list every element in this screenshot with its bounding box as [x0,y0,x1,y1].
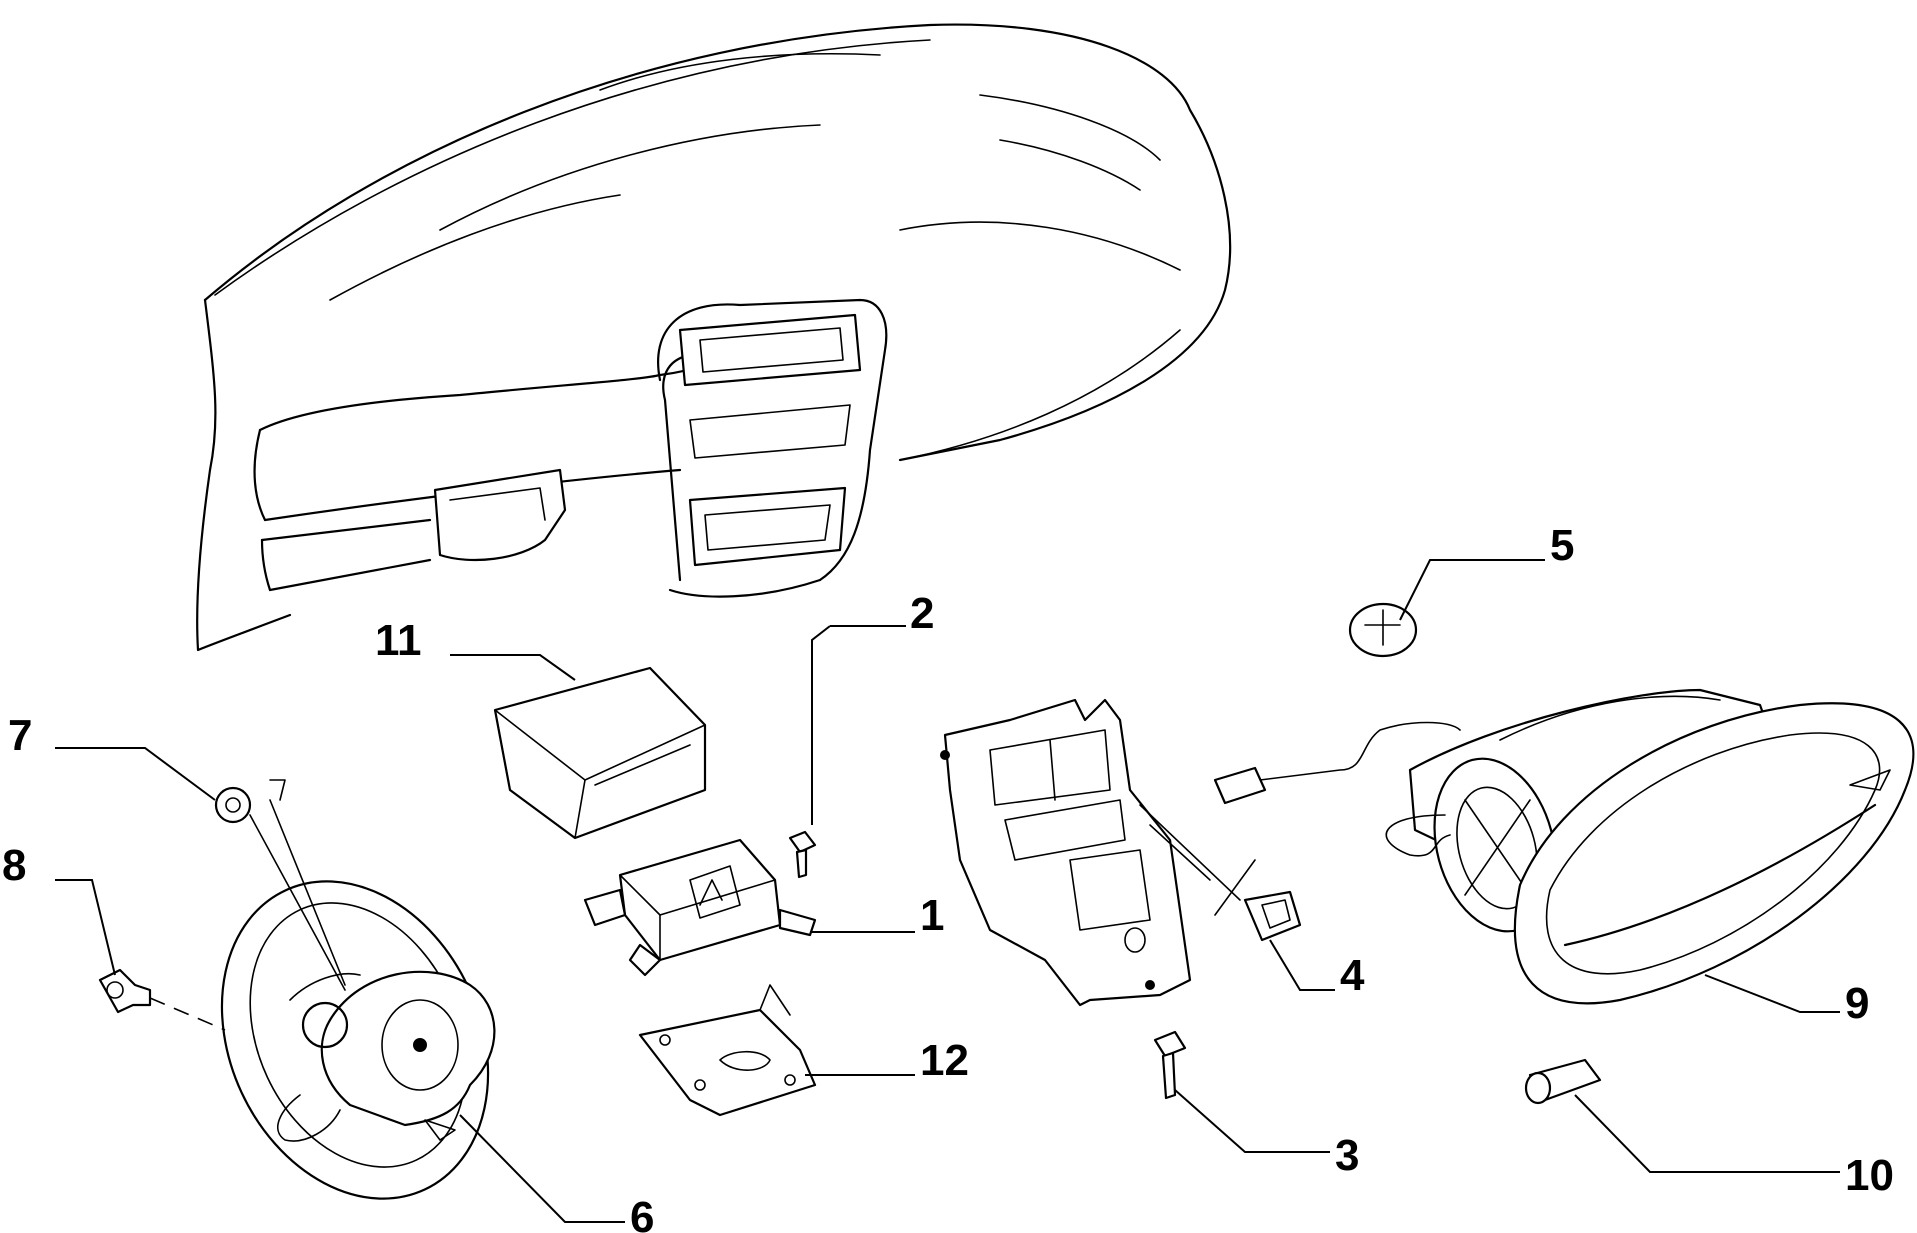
leader-8 [55,879,116,976]
leader-3 [1174,1089,1330,1153]
leader-10 [1574,1094,1840,1173]
callout-11: 11 [375,616,422,665]
callout-labels: 1 2 3 4 5 6 7 8 9 10 11 12 [2,521,1894,1233]
part-12-bracket [638,984,817,1117]
part-7-nut [214,786,252,824]
leader-11 [450,654,576,681]
part-2-screw [788,830,817,879]
part-6-steering-wheel [220,880,496,1200]
callout-1: 1 [920,891,944,940]
callout-4: 4 [1340,951,1365,1000]
leader-6 [459,1114,625,1223]
dashboard-outline [196,23,1232,652]
part-4-connector [1243,890,1302,942]
leader-7 [55,747,216,801]
callout-6: 6 [630,1193,654,1233]
callout-12: 12 [920,1036,969,1085]
center-console [940,698,1192,1007]
leader-9 [1704,974,1840,1013]
leader-2 [811,625,906,825]
part-8-bolt [98,968,152,1014]
callout-8: 8 [2,841,26,890]
callout-7: 7 [8,711,32,760]
leader-lines [55,559,1840,1223]
part-10-clip [1524,1058,1602,1105]
part-1-control-unit [583,838,817,977]
leader-5 [1399,559,1545,621]
part-11-ecu-cover [493,666,707,840]
callout-3: 3 [1335,1131,1359,1180]
callout-2: 2 [910,589,934,638]
part-9-passenger-airbag [1213,688,1915,1005]
part-3-screw [1153,1030,1187,1100]
callout-5: 5 [1550,521,1574,570]
callout-10: 10 [1845,1151,1894,1200]
part-5-cap [1348,602,1418,658]
leader-4 [1269,939,1335,991]
callout-9: 9 [1845,979,1869,1028]
